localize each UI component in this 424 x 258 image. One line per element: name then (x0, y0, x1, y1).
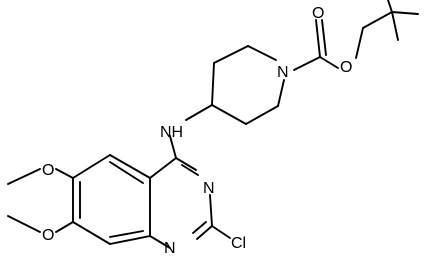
atom-label-carbonyl-o: O (312, 5, 324, 22)
bond (293, 56, 321, 71)
bond (321, 19, 327, 56)
bond (315, 19, 321, 58)
atom-label-ester-o: O (340, 59, 352, 76)
bond (211, 104, 247, 125)
bond (7, 168, 41, 185)
bond (72, 154, 111, 179)
bond (247, 45, 277, 61)
bond (181, 164, 199, 176)
atom-label-cl: Cl (231, 235, 246, 252)
atom-label-methoxy-o-upper: O (42, 162, 54, 179)
bond (362, 11, 393, 29)
bond (185, 104, 213, 121)
bond (391, 11, 399, 41)
bond (109, 161, 144, 184)
bond (175, 157, 197, 171)
bond (55, 221, 74, 233)
atom-label-ring-n3: N (203, 180, 215, 197)
bond (149, 157, 177, 179)
bond (109, 230, 144, 238)
bond (211, 62, 215, 106)
bond (277, 79, 285, 107)
atom-label-nh: NH (160, 124, 183, 141)
bond (209, 194, 213, 227)
bond (245, 105, 279, 125)
bond (55, 168, 74, 179)
atom-label-methoxy-o-lower: O (42, 227, 54, 244)
bond (387, 0, 393, 13)
bond (355, 27, 364, 59)
bond (211, 225, 231, 239)
bond (213, 45, 249, 64)
bond (192, 221, 207, 234)
bond (169, 135, 177, 159)
bond (196, 225, 213, 240)
bond (109, 235, 151, 245)
bond (319, 56, 339, 69)
atom-label-piperidine-n: N (277, 64, 289, 81)
bond (72, 221, 111, 245)
bond (391, 11, 419, 15)
atom-label-ring-n1: N (164, 240, 176, 257)
bond (149, 235, 171, 249)
bond (109, 154, 151, 179)
bond (7, 215, 41, 233)
